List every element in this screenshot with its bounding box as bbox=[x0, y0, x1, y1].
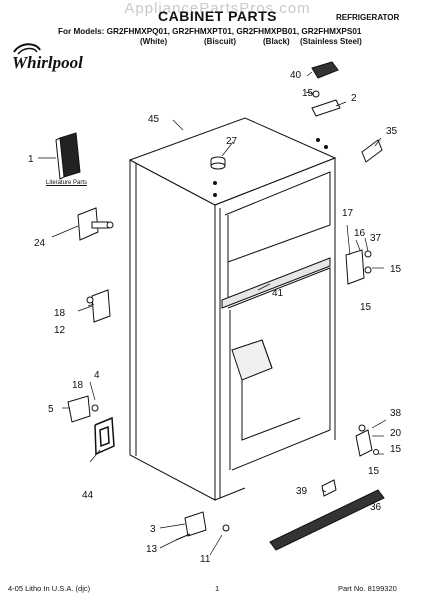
whirlpool-swirl-logo: Whirlpool bbox=[10, 40, 90, 74]
footer-page-number: 1 bbox=[215, 584, 220, 593]
callout-4: 4 bbox=[94, 370, 100, 381]
part-40-cap bbox=[311, 61, 339, 79]
logo-svg: Whirlpool bbox=[12, 43, 83, 72]
callout-38: 38 bbox=[390, 408, 402, 419]
part-2-top-hinge bbox=[311, 90, 341, 117]
color-black: (Black) bbox=[263, 37, 290, 46]
callout-18-lower: 18 bbox=[72, 380, 84, 391]
callout-24: 24 bbox=[34, 238, 46, 249]
callout-16: 16 bbox=[354, 228, 366, 239]
part-24-bracket bbox=[77, 207, 114, 241]
part-39-clip bbox=[321, 479, 337, 497]
callout-27: 27 bbox=[226, 136, 238, 147]
callout-15-mid: 15 bbox=[360, 302, 372, 313]
part-44-panel bbox=[94, 416, 115, 456]
svg-text:Whirlpool: Whirlpool bbox=[12, 53, 83, 72]
callout-5: 5 bbox=[48, 404, 54, 415]
part-16-center-hinge bbox=[345, 249, 372, 285]
color-biscuit: (Biscuit) bbox=[204, 37, 236, 46]
callout-3: 3 bbox=[150, 524, 156, 535]
callout-45: 45 bbox=[148, 114, 160, 125]
part-1-literature bbox=[55, 132, 81, 180]
callout-37: 37 bbox=[370, 233, 382, 244]
color-stainless: (Stainless Steel) bbox=[300, 37, 362, 46]
models-line: For Models: GR2FHMXPQ01, GR2FHMXPT01, GR… bbox=[58, 27, 362, 36]
page-title: CABINET PARTS bbox=[157, 8, 278, 24]
callout-15-right: 15 bbox=[390, 264, 402, 275]
callout-36: 36 bbox=[370, 502, 382, 513]
part-20-bottom-hinge bbox=[355, 424, 379, 457]
literature-parts-label: Literature Parts bbox=[46, 180, 88, 186]
callout-15-top: 15 bbox=[302, 88, 314, 99]
callout-40: 40 bbox=[290, 70, 302, 81]
callout-2: 2 bbox=[351, 93, 357, 104]
callout-1: 1 bbox=[28, 154, 34, 165]
category-label: REFRIGERATOR bbox=[336, 13, 400, 22]
callout-44: 44 bbox=[82, 490, 94, 501]
part-35-clip bbox=[361, 139, 383, 163]
footer-part-number: Part No. 8199320 bbox=[338, 584, 397, 593]
callout-18-upper: 18 bbox=[54, 308, 66, 319]
callout-35: 35 bbox=[386, 126, 398, 137]
callout-13: 13 bbox=[146, 544, 158, 555]
callout-11: 11 bbox=[200, 554, 211, 565]
part-36-toe-grille bbox=[269, 489, 385, 551]
part-12-hinge bbox=[86, 289, 111, 323]
part-3-leveler bbox=[175, 511, 230, 541]
footer-litho: 4-05 Litho In U.S.A. (djc) bbox=[8, 584, 91, 593]
callout-39: 39 bbox=[296, 486, 308, 497]
callout-15-lower: 15 bbox=[368, 466, 380, 477]
callout-15-bottom: 15 bbox=[390, 444, 402, 455]
watermark-text: AppliancePartsPros.com bbox=[124, 0, 311, 17]
part-5-hinge bbox=[67, 395, 99, 423]
part-27-plug bbox=[210, 156, 226, 170]
color-white: (White) bbox=[140, 37, 168, 46]
callout-20: 20 bbox=[390, 428, 402, 439]
callout-12: 12 bbox=[54, 325, 66, 336]
callout-17: 17 bbox=[342, 208, 354, 219]
callout-41: 41 bbox=[272, 288, 284, 299]
